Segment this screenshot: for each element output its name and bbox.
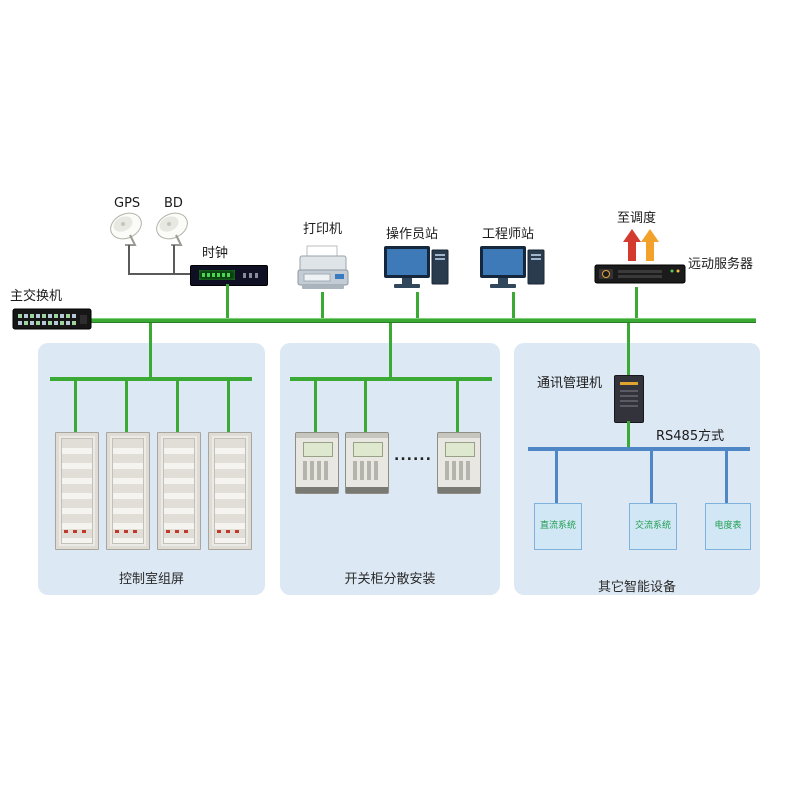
cabinet-1 (55, 432, 99, 550)
rs485-bus (528, 447, 750, 451)
bd-wire (173, 245, 175, 275)
main-ethernet-bus (14, 318, 756, 323)
engineer-station-icon (478, 244, 550, 292)
clock-buttons (243, 273, 261, 278)
gps-wire (128, 245, 130, 275)
remote-server-label: 远动服务器 (688, 257, 754, 272)
printer-label: 打印机 (303, 222, 343, 237)
connector-energy-meter (725, 451, 728, 503)
ac-system-box: 交流系统 (629, 503, 677, 550)
main-switch-label: 主交换机 (10, 289, 63, 304)
cabinet-interior (214, 438, 246, 544)
relay-1 (295, 432, 339, 494)
connector-cabinet-4 (227, 381, 230, 432)
other-devices-panel-label: 其它智能设备 (597, 580, 676, 595)
relay-lcd (303, 442, 333, 457)
bd-label: BD (164, 196, 183, 211)
cabinet-2 (106, 432, 150, 550)
engineer-station-label: 工程师站 (482, 227, 535, 242)
connector-printer-bus (321, 292, 324, 318)
relay-3 (437, 432, 481, 494)
dish-wire-horizontal (128, 273, 191, 275)
dispatch-arrows-icon (620, 228, 660, 262)
switchgear-panel-label: 开关柜分散安装 (344, 572, 436, 587)
gps-label: GPS (114, 196, 141, 211)
connector-comm-manager-rs485 (627, 421, 630, 447)
connector-switchgear-bus (389, 323, 392, 377)
clock-label: 时钟 (202, 246, 229, 261)
connector-cabinet-3 (176, 381, 179, 432)
relay-top-strip (296, 433, 338, 438)
relay-base (346, 487, 388, 493)
cabinet-marks (166, 530, 192, 533)
relay-ellipsis: ...... (394, 448, 432, 464)
clock-device (190, 265, 268, 286)
operator-station-icon (382, 244, 454, 292)
connector-relay-3 (456, 381, 459, 432)
connector-relay-2 (364, 381, 367, 432)
connector-server-bus (635, 287, 638, 318)
connector-operator-bus (416, 292, 419, 318)
relay-top-strip (438, 433, 480, 438)
clock-digits (202, 273, 232, 277)
printer-icon (294, 244, 352, 292)
control-room-bus (50, 377, 252, 381)
relay-lcd (445, 442, 475, 457)
ac-system-label: 交流系统 (634, 520, 671, 531)
relay-top-strip (346, 433, 388, 438)
relay-keypad (353, 461, 381, 480)
relay-base (438, 487, 480, 493)
comm-manager-label: 通讯管理机 (537, 376, 603, 391)
control-room-panel-label: 控制室组屏 (118, 572, 184, 587)
remote-server-icon (594, 261, 686, 287)
switchgear-bus (290, 377, 492, 381)
connector-comm-manager-bus (627, 323, 630, 375)
comm-manager-device (614, 375, 644, 423)
gps-dish-icon (108, 210, 148, 250)
cabinet-interior (61, 438, 93, 544)
energy-meter-box: 电度表 (705, 503, 751, 550)
relay-base (296, 487, 338, 493)
relay-lcd (353, 442, 383, 457)
connector-relay-1 (314, 381, 317, 432)
energy-meter-label: 电度表 (714, 520, 742, 531)
rs485-label: RS485方式 (656, 429, 725, 444)
cabinet-interior (163, 438, 195, 544)
cabinet-4 (208, 432, 252, 550)
cabinet-marks (217, 530, 243, 533)
dc-system-box: 直流系统 (534, 503, 582, 550)
connector-dc-system (555, 451, 558, 503)
comm-manager-led (620, 382, 638, 385)
operator-station-label: 操作员站 (386, 227, 439, 242)
connector-clock-bus (226, 284, 229, 318)
connector-engineer-bus (512, 292, 515, 318)
cabinet-interior (112, 438, 144, 544)
to-dispatch-label: 至调度 (617, 211, 657, 226)
relay-keypad (445, 461, 473, 480)
cabinet-marks (64, 530, 90, 533)
relay-keypad (303, 461, 331, 480)
connector-cabinet-1 (74, 381, 77, 432)
connector-ac-system (650, 451, 653, 503)
dc-system-label: 直流系统 (539, 520, 576, 531)
main-switch-icon (12, 306, 92, 332)
connector-control-room-bus (149, 323, 152, 377)
relay-2 (345, 432, 389, 494)
comm-manager-slots (620, 390, 638, 408)
bd-dish-icon (154, 210, 194, 250)
cabinet-3 (157, 432, 201, 550)
cabinet-marks (115, 530, 141, 533)
connector-cabinet-2 (125, 381, 128, 432)
